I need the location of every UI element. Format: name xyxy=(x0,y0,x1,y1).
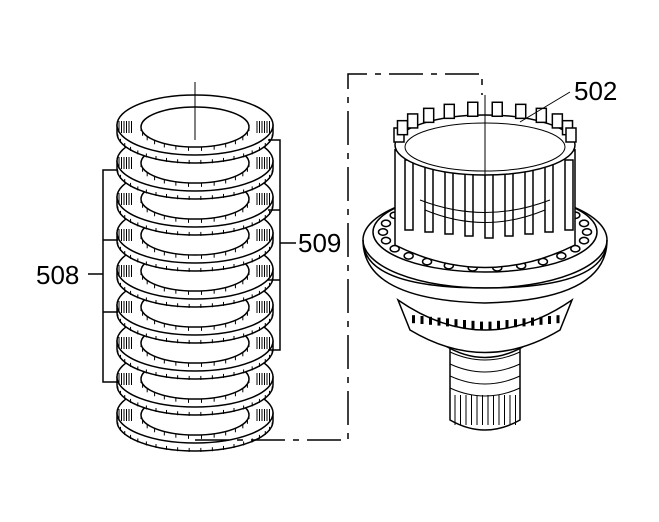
rim-tooth xyxy=(535,107,548,124)
flange-hole xyxy=(380,219,392,228)
hub-tooth xyxy=(429,316,432,325)
shaft-ring xyxy=(449,351,521,361)
clutch-plate-stack xyxy=(116,94,274,452)
drum-slot xyxy=(484,167,494,239)
flange-hole xyxy=(578,236,590,245)
rim-tooth xyxy=(406,113,419,129)
shaft-ring xyxy=(449,387,521,397)
bracket-508 xyxy=(88,169,118,383)
rim-tooth xyxy=(467,101,479,118)
hub-tooth xyxy=(412,315,415,324)
rim-tooth xyxy=(443,103,456,120)
drum-slot xyxy=(424,161,434,233)
clutch-housing xyxy=(362,95,608,431)
flange-hole xyxy=(403,251,414,260)
drum-slot xyxy=(464,165,474,237)
rim-tooth xyxy=(514,103,527,120)
drum-slot xyxy=(524,163,534,235)
flange-hole xyxy=(377,228,389,236)
drum-slot xyxy=(404,159,414,231)
hub-tooth xyxy=(454,319,458,328)
hub-tooth xyxy=(548,316,551,324)
hub-tooth xyxy=(488,321,492,330)
rim-tooth xyxy=(396,119,409,136)
shaft-ring xyxy=(449,363,521,373)
flange-hole xyxy=(556,251,567,260)
flange-hole xyxy=(380,236,392,245)
hub-tooth xyxy=(437,317,441,326)
hub-tooth xyxy=(522,318,526,327)
hub-tooth xyxy=(497,320,500,329)
callout-502: 502 xyxy=(574,76,617,106)
drum-slot xyxy=(564,159,574,231)
flange-hole xyxy=(578,219,590,228)
hub-tooth xyxy=(556,315,560,324)
hub-tooth xyxy=(463,320,466,328)
rim-tooth xyxy=(491,101,503,118)
drum-slot xyxy=(544,161,554,233)
assembly-dashed-line xyxy=(195,73,483,441)
shaft-ring xyxy=(449,375,521,385)
leader-502 xyxy=(519,91,571,123)
flange-hole xyxy=(581,228,593,236)
hub-tooth xyxy=(446,318,449,327)
rim-tooth xyxy=(565,127,577,143)
bracket-509 xyxy=(268,139,296,351)
hub-tooth xyxy=(539,316,543,325)
rim-tooth xyxy=(422,107,435,124)
hub-tooth xyxy=(420,316,424,324)
hub-tooth xyxy=(480,321,483,330)
clutch-plate xyxy=(116,94,274,164)
rim-tooth xyxy=(551,113,564,129)
callout-509: 509 xyxy=(298,228,341,258)
hub-tooth xyxy=(505,320,509,328)
hub-tooth xyxy=(514,319,517,328)
hub-tooth xyxy=(531,317,534,326)
drum-slot xyxy=(504,165,514,237)
callout-508: 508 xyxy=(36,260,79,290)
drum-slot xyxy=(444,163,454,235)
hub-tooth xyxy=(471,320,475,329)
